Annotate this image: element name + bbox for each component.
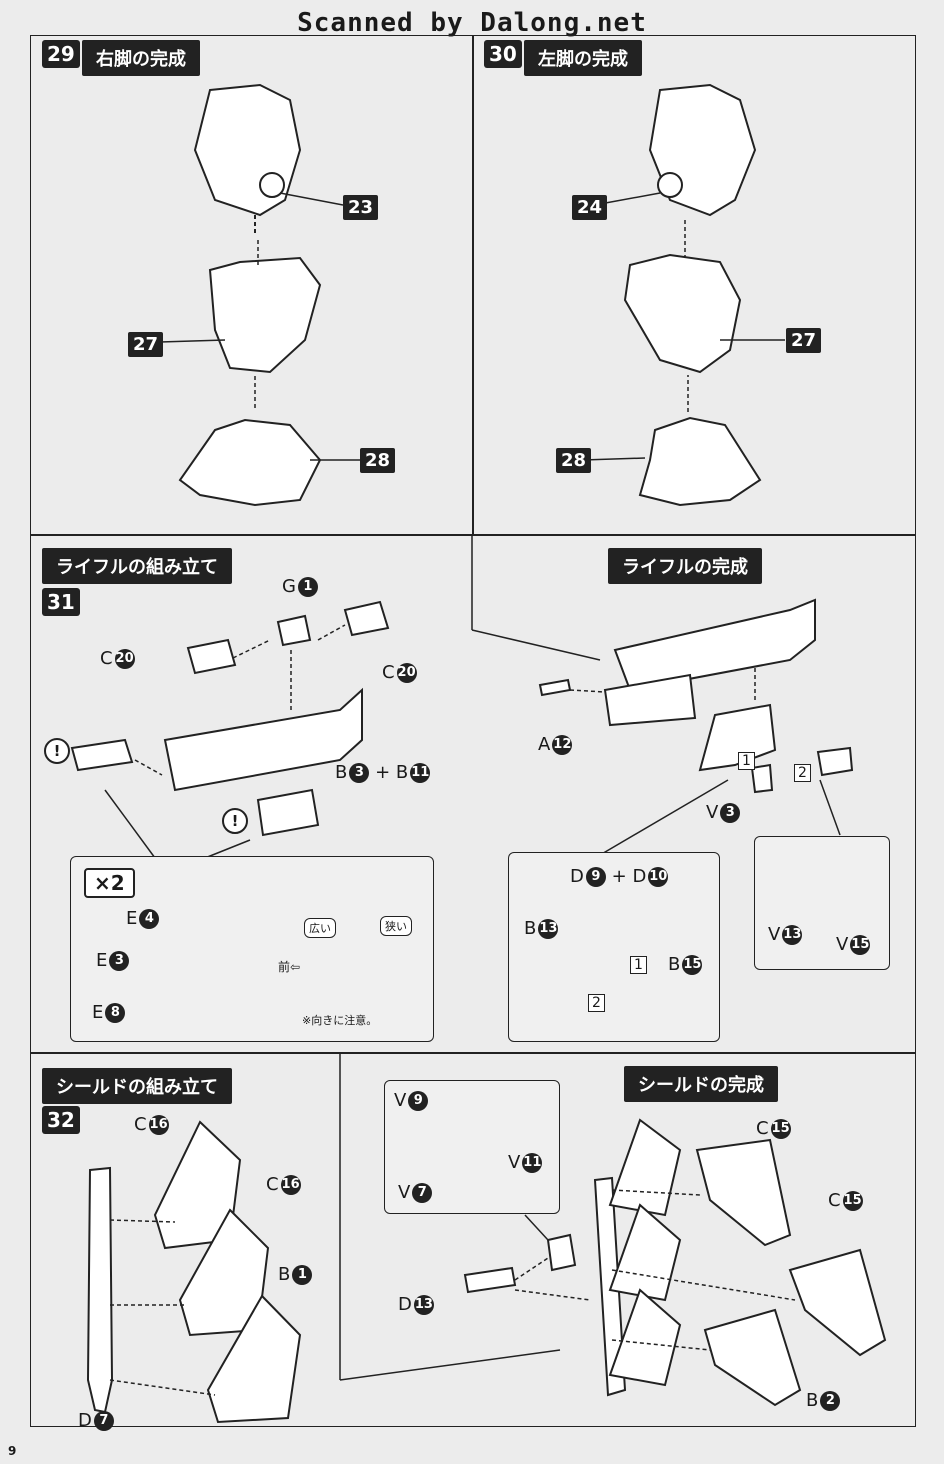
step-title: ライフルの完成 xyxy=(608,548,762,584)
step-number: 31 xyxy=(42,588,80,616)
part-number-label: 23 xyxy=(343,195,379,220)
divider xyxy=(30,1052,916,1054)
part-number-label: 24 xyxy=(572,195,608,220)
step-number: 30 xyxy=(484,40,522,68)
rifle-body-drawing xyxy=(163,687,363,792)
order-marker: 2 xyxy=(794,764,811,782)
wide-tag: 広い xyxy=(304,918,336,938)
step-number: 32 xyxy=(42,1106,80,1134)
divider xyxy=(30,534,916,536)
caution-note: ※向きに注意。 xyxy=(302,1014,378,1027)
watermark: Scanned by Dalong.net xyxy=(297,8,647,38)
caution-icon: ! xyxy=(44,738,70,764)
front-label: 前⇦ xyxy=(278,960,301,974)
leg-upper-drawing xyxy=(193,83,302,217)
shield-frame-drawing xyxy=(86,1166,114,1414)
part-number-label: 28 xyxy=(556,448,592,473)
inset-panel xyxy=(508,852,720,1042)
step-title: シールドの完成 xyxy=(624,1066,778,1102)
part-number-label: 28 xyxy=(360,448,396,473)
leg-lower-drawing xyxy=(208,256,322,374)
step-title: ライフルの組み立て xyxy=(42,548,232,584)
step-title: シールドの組み立て xyxy=(42,1068,232,1104)
divider xyxy=(472,35,474,535)
page-number: 9 xyxy=(8,1444,17,1458)
order-marker: 1 xyxy=(738,752,755,770)
caution-icon: ! xyxy=(222,808,248,834)
step-title: 左脚の完成 xyxy=(524,40,642,76)
order-marker: 2 xyxy=(588,994,605,1012)
part-number-label: 27 xyxy=(128,332,164,357)
part-number-label: 27 xyxy=(786,328,822,353)
narrow-tag: 狭い xyxy=(380,916,412,936)
arrow-left-icon: ⇦ xyxy=(290,960,301,974)
step-title: 右脚の完成 xyxy=(82,40,200,76)
order-marker: 1 xyxy=(630,956,647,974)
step-number: 29 xyxy=(42,40,80,68)
multiplier-badge: ×2 xyxy=(84,868,135,898)
foot-drawing xyxy=(178,418,322,507)
